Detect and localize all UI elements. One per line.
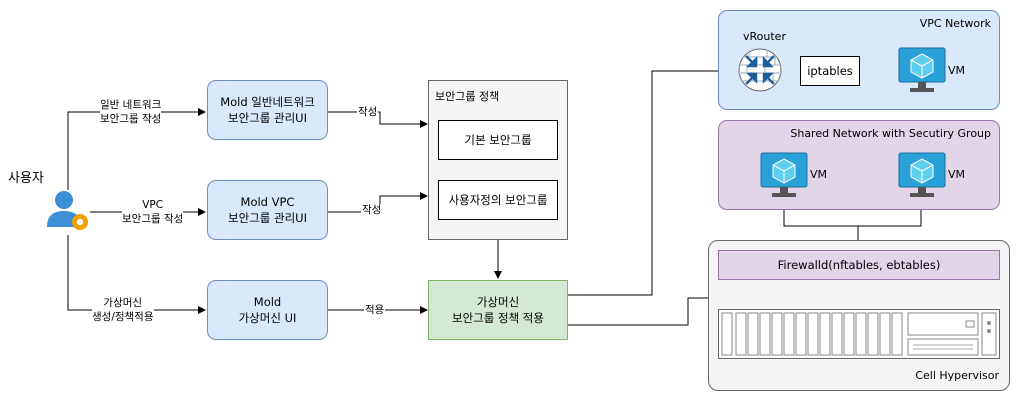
vm-security-policy-apply[interactable]: 가상머신 보안그룹 정책 적용 [428,280,568,340]
shared-vm1-icon[interactable] [760,152,808,198]
server-rack-icon [718,309,1000,359]
firewalld-box[interactable]: Firewalld(nftables, ebtables) [718,250,1000,280]
vpc-network-title: VPC Network [919,17,991,30]
hypervisor-title: Cell Hypervisor [915,369,999,382]
edge-general-policy [328,111,428,128]
edge-label-general-network: 일반 네트워크 보안그룹 작성 [100,98,162,126]
router-icon[interactable] [737,47,783,93]
vpc-vm-label: VM [948,64,966,77]
shared-vm1-label: VM [810,168,828,181]
edge-user-vm [67,235,206,314]
mold-vpc-ui[interactable]: Mold VPC 보안그룹 관리UI [207,180,328,240]
edge-label-vpc: VPC 보안그룹 작성 [122,198,184,226]
default-security-group[interactable]: 기본 보안그룹 [438,120,558,160]
shared-network-title: Shared Network with Secutiry Group [790,127,991,140]
shared-vm2-icon[interactable] [898,152,946,198]
user-label: 사용자 [8,171,44,186]
edge-label-apply: 적용 [364,304,386,316]
vrouter-label: vRouter [743,30,786,43]
custom-security-group[interactable]: 사용자정의 보안그룹 [438,180,558,220]
mold-vm-ui[interactable]: Mold 가상머신 UI [207,280,328,340]
user-icon [47,191,88,230]
edge-label-create-2: 작성 [361,204,383,216]
policy-title: 보안그룹 정책 [435,90,500,103]
edge-apply-vrouter [568,67,736,296]
vpc-vm-icon[interactable] [898,47,946,93]
edge-label-vm: 가상머신 생성/정책적용 [92,296,154,324]
edge-label-create-1: 작성 [357,106,379,118]
shared-vm2-label: VM [948,168,966,181]
edge-firewall-vm1 [780,197,859,250]
iptables-box[interactable]: iptables [800,56,860,86]
mold-general-network-ui[interactable]: Mold 일반네트워크 보안그룹 관리UI [207,80,328,140]
